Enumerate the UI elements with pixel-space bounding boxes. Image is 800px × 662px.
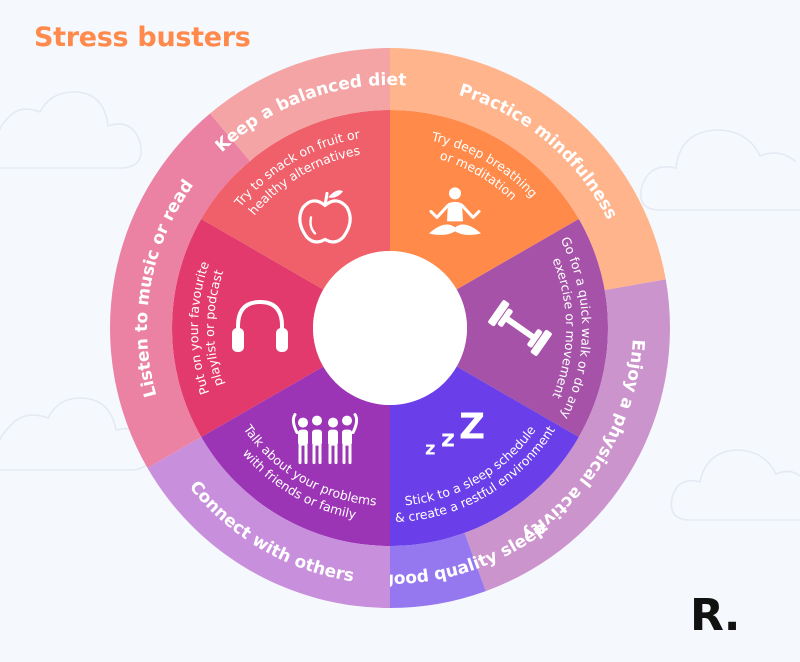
dumbbell-icon bbox=[488, 300, 552, 356]
wheel-center-hole bbox=[313, 251, 467, 405]
segment-outer-connect bbox=[147, 437, 390, 608]
cloud-left-top bbox=[0, 91, 142, 169]
page-title: Stress busters bbox=[34, 22, 251, 53]
svg-text:Z: Z bbox=[459, 407, 485, 448]
segment-outer-physical bbox=[464, 279, 670, 592]
segment-outer-mindfulness bbox=[390, 48, 666, 291]
segment-inner-diet bbox=[201, 110, 390, 290]
segment-inner-connect bbox=[201, 366, 390, 546]
segment-inner-mindfulness bbox=[390, 110, 579, 290]
segment-inner-music bbox=[171, 219, 324, 437]
svg-text:z: z bbox=[441, 425, 455, 453]
meditation-icon bbox=[429, 187, 481, 236]
segment-inner-physical bbox=[456, 219, 608, 437]
apple-icon bbox=[298, 190, 352, 244]
headphones-icon bbox=[232, 300, 288, 352]
segment-outer-sleep bbox=[390, 532, 486, 608]
brand-logo: R. bbox=[690, 590, 740, 641]
group-hug-icon bbox=[291, 413, 359, 465]
cloud-right-bottom bbox=[670, 449, 800, 521]
segment-outer-music bbox=[110, 113, 250, 468]
segment-outer-diet bbox=[210, 48, 390, 162]
segment-inner-sleep bbox=[390, 366, 579, 546]
cloud-right-top bbox=[640, 129, 800, 211]
svg-text:z: z bbox=[425, 439, 435, 460]
